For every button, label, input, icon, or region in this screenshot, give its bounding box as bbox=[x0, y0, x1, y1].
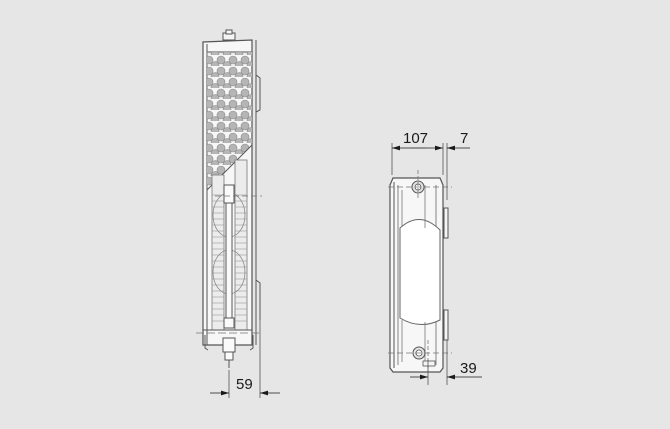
dimension-39: 39 bbox=[460, 360, 477, 377]
dimension-107: 107 bbox=[403, 130, 428, 147]
end-view: 107 7 39 bbox=[388, 130, 482, 385]
dimension-59: 59 bbox=[236, 376, 253, 393]
dimension-7: 7 bbox=[460, 130, 468, 147]
side-section-view: 59 bbox=[196, 29, 280, 398]
